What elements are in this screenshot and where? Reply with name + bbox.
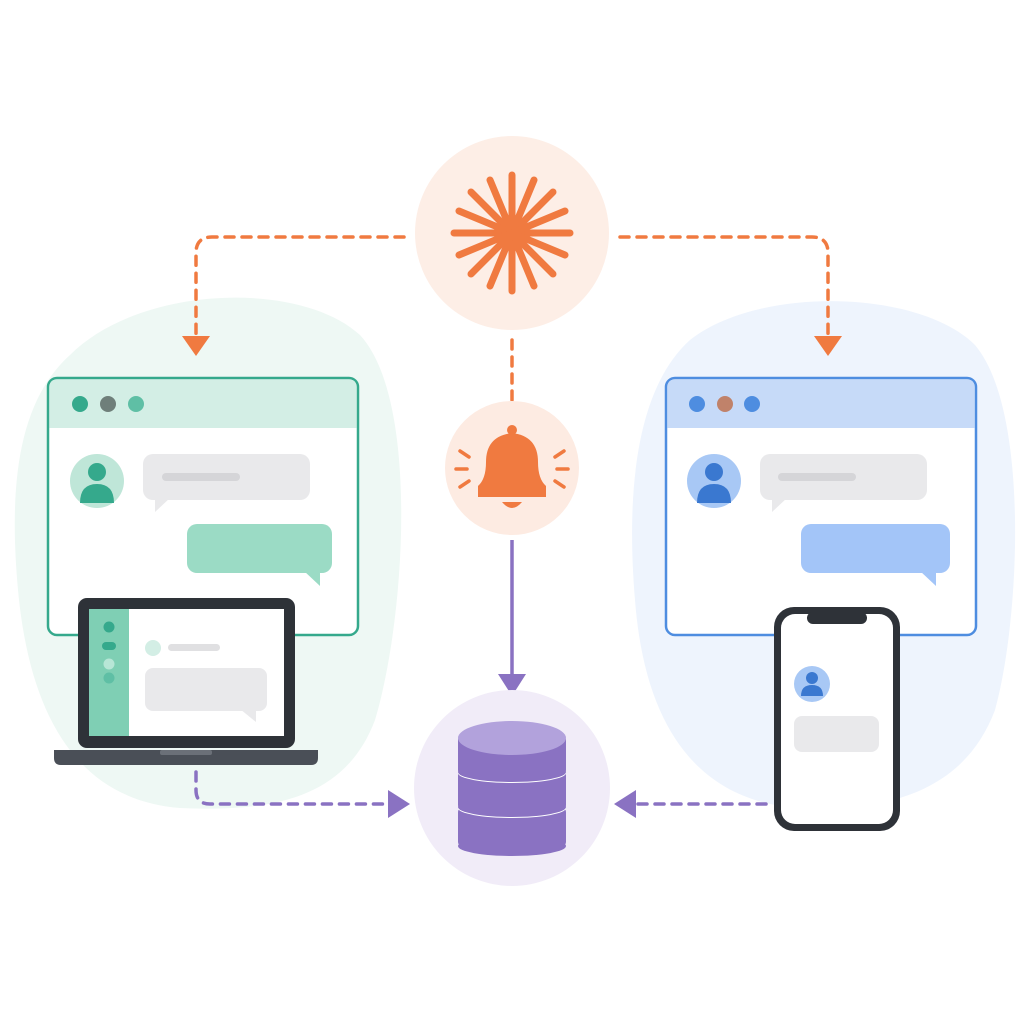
edge-hub-to-left-client [194,235,406,340]
arrow-head-database-top [498,674,526,696]
edge-hub-to-right-client [618,235,830,340]
right-browser-window [664,376,978,637]
database-icon [458,721,566,856]
arrow-head-database-left [388,790,410,818]
notification-node [445,401,579,535]
incoming-message-bubble [760,454,927,512]
incoming-message-bubble [143,454,310,512]
window-dot [128,396,144,412]
device-connectors [194,770,768,806]
outgoing-message-bubble [187,524,332,586]
edge-laptop-to-database [194,770,392,806]
avatar [70,454,124,508]
left-browser-window [46,376,360,637]
hub-node [415,136,609,330]
window-dot [72,396,88,412]
hub-connectors [194,235,830,407]
window-dot [717,396,733,412]
window-dot [100,396,116,412]
window-dot [689,396,705,412]
outgoing-message-bubble [801,524,950,586]
database-node [414,690,610,886]
arrow-head-database-right [614,790,636,818]
starburst-icon [450,171,574,295]
smartphone-icon [774,607,900,831]
bell-ringing-lines [454,449,570,489]
avatar [687,454,741,508]
laptop-icon [54,598,318,765]
arrow-head-left-client [182,336,210,356]
arrow-head-right-client [814,336,842,356]
bell-icon [478,425,546,508]
window-dot [744,396,760,412]
